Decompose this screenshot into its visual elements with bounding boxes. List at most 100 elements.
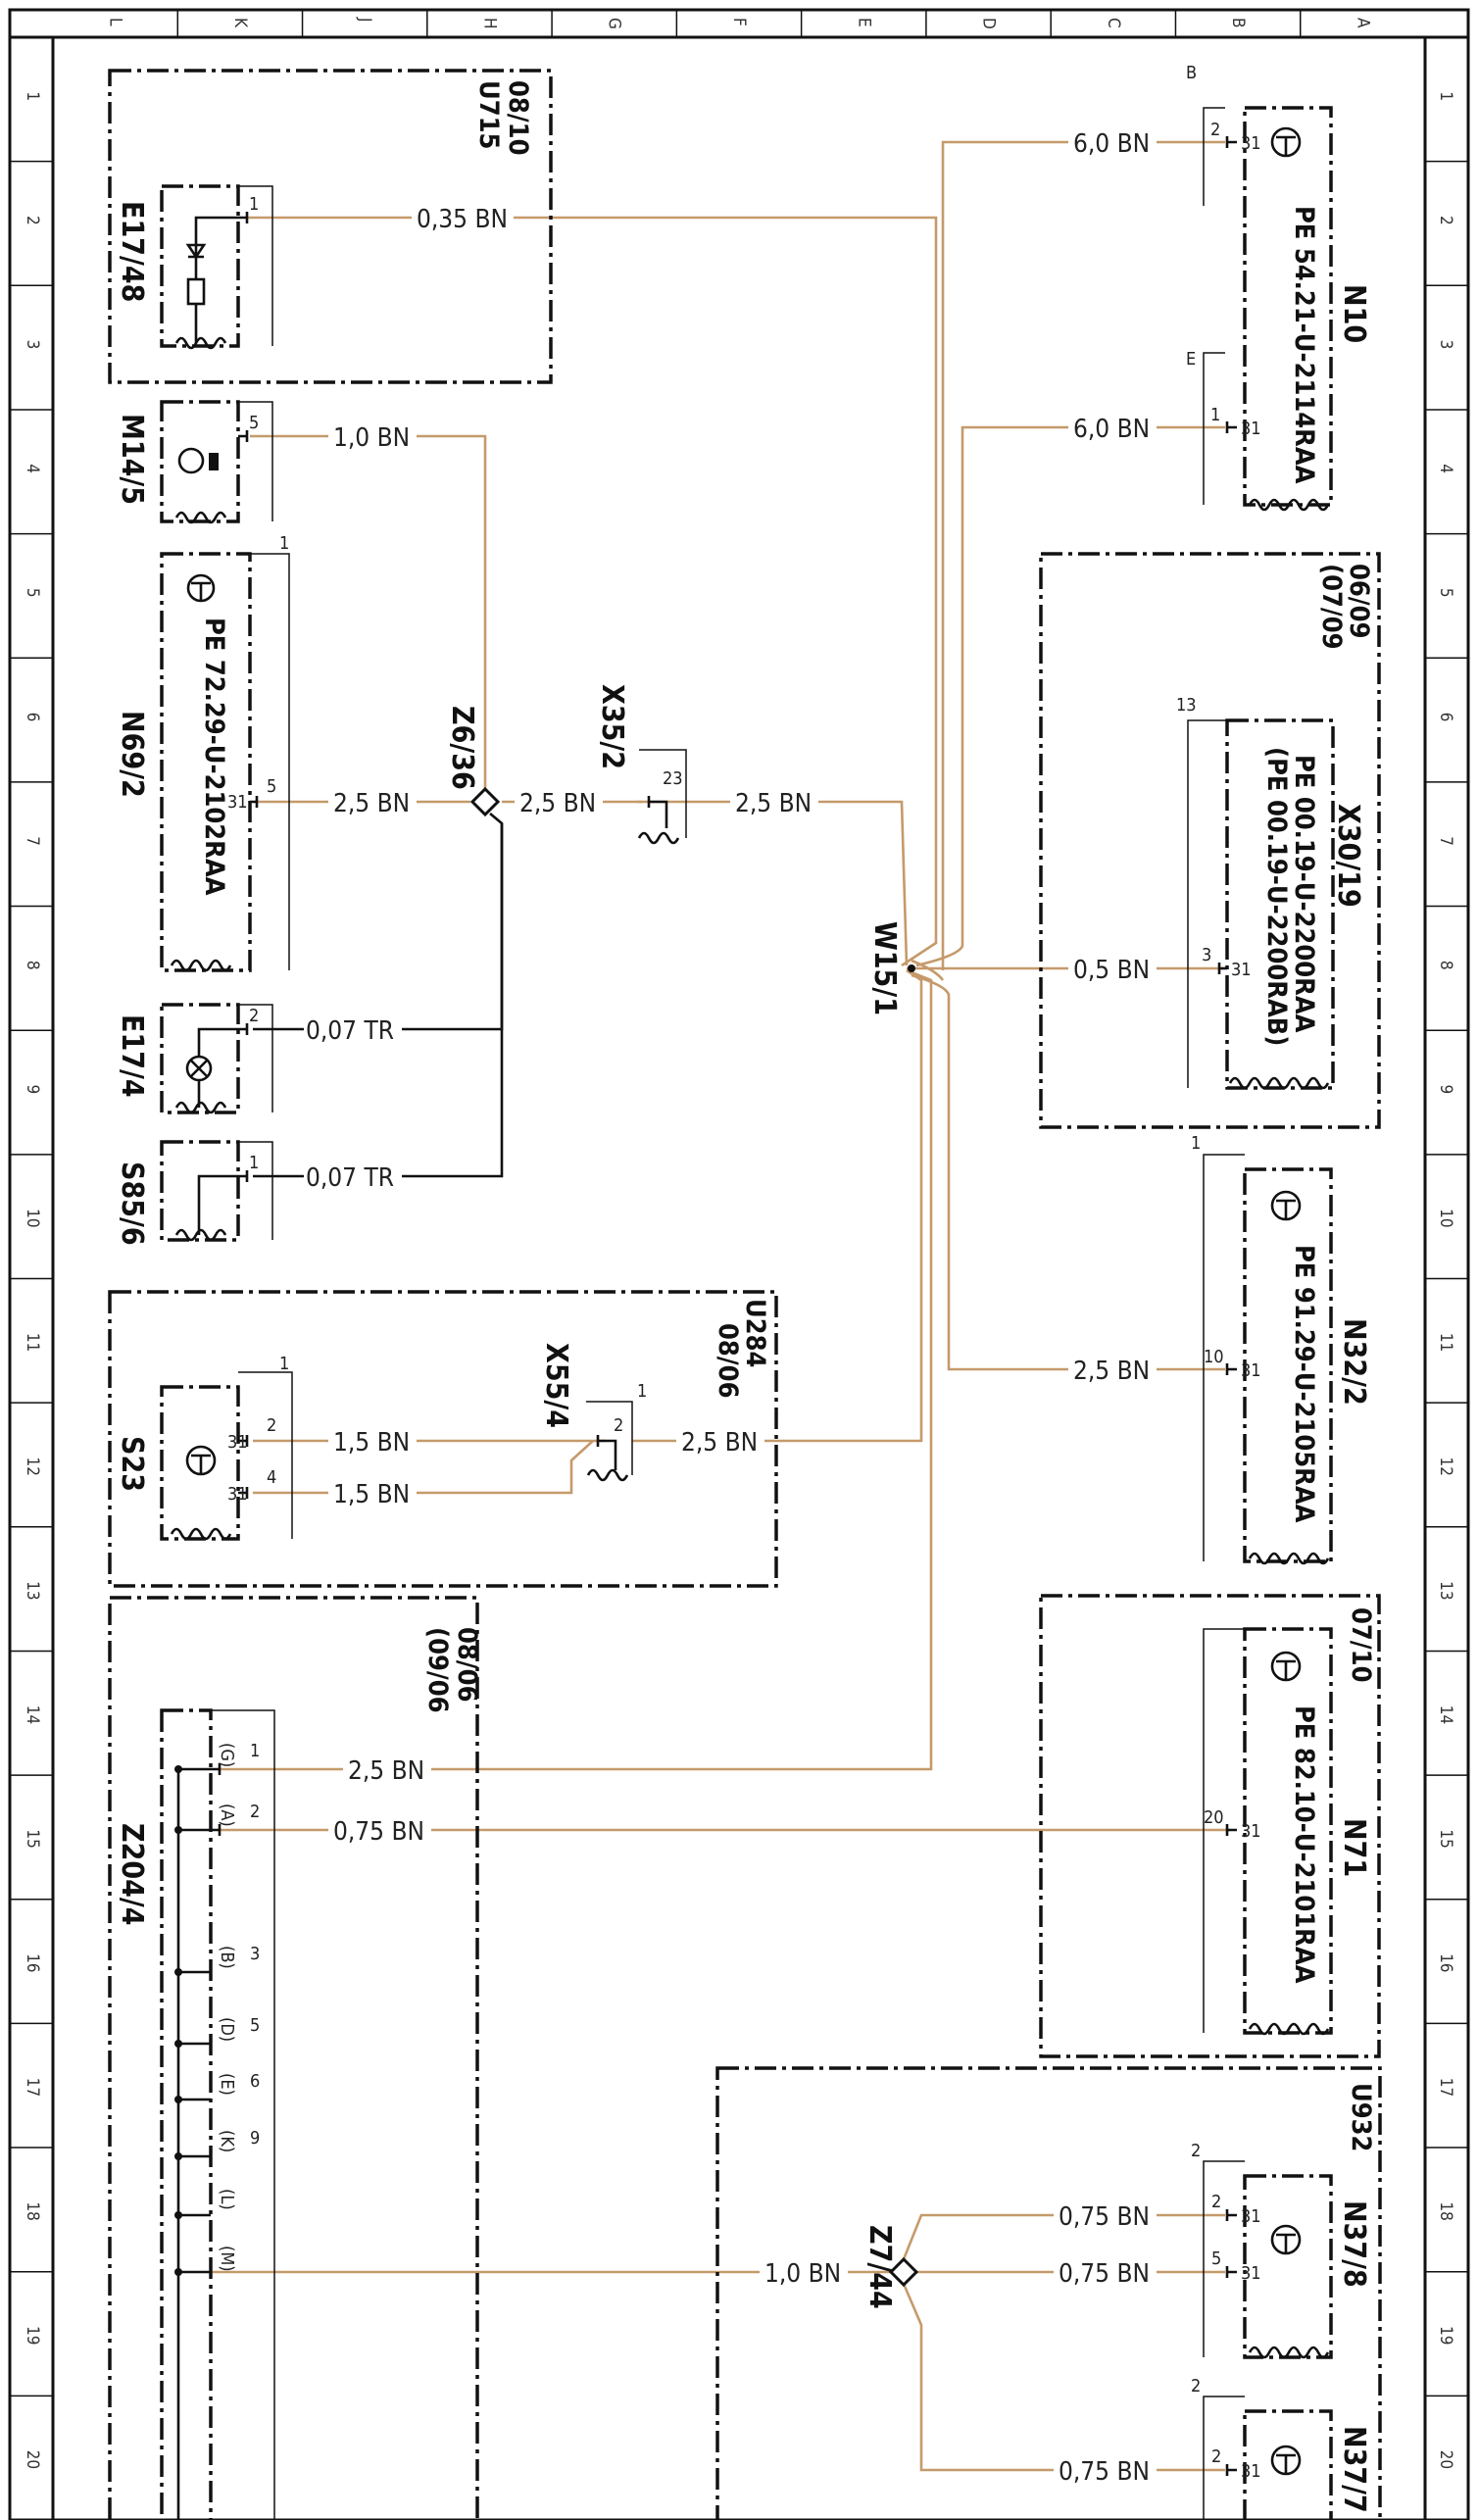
u715-name: U715 [473, 80, 504, 149]
n32-2-pin: 10 [1204, 1347, 1224, 1367]
wire-z6-x35: 2,5 BN [519, 789, 596, 818]
z7-44-name: Z7/44 [862, 2225, 897, 2309]
s23-ground-b: 31 [227, 1484, 248, 1505]
m14-5-name: M14/5 [115, 414, 149, 505]
n69-2-name: N69/2 [115, 711, 149, 798]
wire-n69-2: 2,5 BN [333, 789, 410, 818]
grid-row-label-right: 16 [1436, 1953, 1455, 1972]
wire-n10-e: 6,0 BN [1073, 415, 1150, 444]
z204-4-pin-number: 6 [250, 2071, 260, 2092]
n69-2-ground: 31 [227, 792, 248, 813]
grid-row-label-right: 5 [1436, 588, 1455, 598]
u715-box [108, 69, 553, 384]
grid-row-label-left: 17 [23, 2078, 42, 2097]
grid-row-label-left: 12 [23, 1457, 42, 1475]
n32-2-ref: PE 91.29-U-2105RAA [1289, 1245, 1319, 1523]
n37-7-name: N37/7 [1337, 2426, 1371, 2513]
z204-4-name: Z204/4 [115, 1823, 149, 1926]
x30-19-pin: 3 [1202, 945, 1211, 965]
n32-2-ground: 31 [1241, 1360, 1261, 1381]
n37-8-name: N37/8 [1337, 2200, 1371, 2288]
grid-row-label-right: 19 [1436, 2326, 1455, 2345]
x35-2-symbol [637, 800, 680, 845]
u715-date: 08/10 [503, 80, 533, 155]
wire-z204-g: 2,5 BN [348, 1756, 424, 1786]
grid-row-label-left: 6 [23, 713, 42, 722]
s23-box [160, 1385, 240, 1541]
n37-8-ground-a: 31 [1241, 2206, 1261, 2227]
s85-6-pin: 1 [249, 1153, 259, 1173]
n37-7-pin: 2 [1211, 2446, 1221, 2467]
grid-row-label-right: 9 [1436, 1085, 1455, 1095]
n32-2-corner: 1 [1191, 1133, 1201, 1154]
n10-pin-e: 1 [1210, 405, 1220, 425]
s23-symbol [170, 1445, 232, 1541]
u284-name: U284 [740, 1299, 770, 1367]
wire-x30-19: 0,5 BN [1073, 956, 1150, 985]
grid-row-label-right: 20 [1436, 2450, 1455, 2469]
x30-19-date-a: 06/09 [1344, 564, 1374, 638]
x30-19-date-b: (07/09 [1316, 564, 1347, 650]
grid-row-label-right: 10 [1436, 1209, 1455, 1227]
grid-column-label: J [355, 17, 374, 23]
e17-4-name: E17/4 [115, 1014, 149, 1098]
grid-row-label-left: 10 [23, 1209, 42, 1227]
z204-4-pin-tag: (M) [217, 2246, 237, 2272]
grid-row-label-left: 8 [23, 961, 42, 970]
wire-n32-2: 2,5 BN [1073, 1357, 1150, 1386]
wire-u715: 0,35 BN [417, 205, 508, 234]
x35-2-pin: 23 [663, 768, 683, 789]
splices [469, 786, 919, 2288]
z6-36-name: Z6/36 [445, 706, 479, 790]
wire-z204-a: 0,75 BN [333, 1817, 424, 1847]
grid-column-label: H [479, 18, 499, 29]
wire-s23-a: 1,5 BN [333, 1428, 410, 1458]
n69-2-symbol [170, 573, 232, 972]
grid-column-label: F [729, 18, 749, 26]
x30-19-box [1039, 552, 1381, 1129]
z204-4-date-a: 08/06 [452, 1627, 482, 1702]
n10-ref: PE 54.21-U-2114RAA [1289, 206, 1319, 484]
grid-row-label-left: 9 [23, 1085, 42, 1095]
n71-date: 07/10 [1346, 1607, 1376, 1682]
z204-4-pin-tag: (D) [217, 2017, 237, 2042]
grid-row-label-right: 11 [1436, 1333, 1455, 1352]
wire-labels: 0,35 BN 1,0 BN 2,5 BN 2,5 BN 2,5 BN 0,07… [304, 127, 1157, 2487]
e17-4-pin: 2 [249, 1006, 259, 1026]
x30-19-ref-a: PE 00.19-U-2200RAA [1289, 755, 1319, 1033]
n10-conn-e: E [1186, 349, 1196, 370]
n37-7-ground: 31 [1241, 2461, 1261, 2482]
z204-4-pin-tag: (L) [217, 2189, 237, 2210]
s23-name: S23 [115, 1436, 149, 1492]
n10-conn-b: B [1186, 63, 1197, 83]
grid-row-label-right: 8 [1436, 961, 1455, 970]
grid-row-label-right: 4 [1436, 464, 1455, 473]
wire-z204-m: 1,0 BN [764, 2259, 841, 2289]
x30-19-name: X30/19 [1331, 804, 1365, 908]
grid-row-label-right: 12 [1436, 1457, 1455, 1475]
grid-row-label-left: 3 [23, 340, 42, 350]
grid-row-label-right: 1 [1436, 91, 1455, 101]
grid-row-label-left: 19 [23, 2326, 42, 2345]
grid-row-label-left: 20 [23, 2450, 42, 2469]
grid-row-label-left: 7 [23, 836, 42, 846]
u932-name: U932 [1346, 2083, 1376, 2151]
z204-4-pin-number: 1 [250, 1741, 260, 1761]
u284-date: 08/06 [713, 1323, 743, 1398]
s85-6-name: S85/6 [115, 1161, 149, 1246]
right-component-symbols [1228, 126, 1330, 2476]
z204-4-pin-tag: (E) [217, 2073, 237, 2096]
grid-row-label-right: 17 [1436, 2078, 1455, 2097]
grid-row-label-left: 11 [23, 1333, 42, 1352]
n69-2-ref: PE 72.29-U-2102RAA [199, 618, 229, 896]
grid-column-label: K [230, 18, 250, 28]
wire-n37-8-b: 0,75 BN [1059, 2259, 1150, 2289]
grid-row-label-right: 6 [1436, 713, 1455, 722]
wire-x55-w15: 2,5 BN [681, 1428, 758, 1458]
z204-4-date-b: (09/06 [422, 1627, 453, 1713]
x30-19-ref-b: (PE 00.19-U-2200RAB) [1261, 747, 1292, 1046]
n37-8-pin-a: 2 [1211, 2192, 1221, 2212]
grid-column-label: L [106, 18, 125, 26]
x30-19-corner: 13 [1176, 695, 1197, 716]
